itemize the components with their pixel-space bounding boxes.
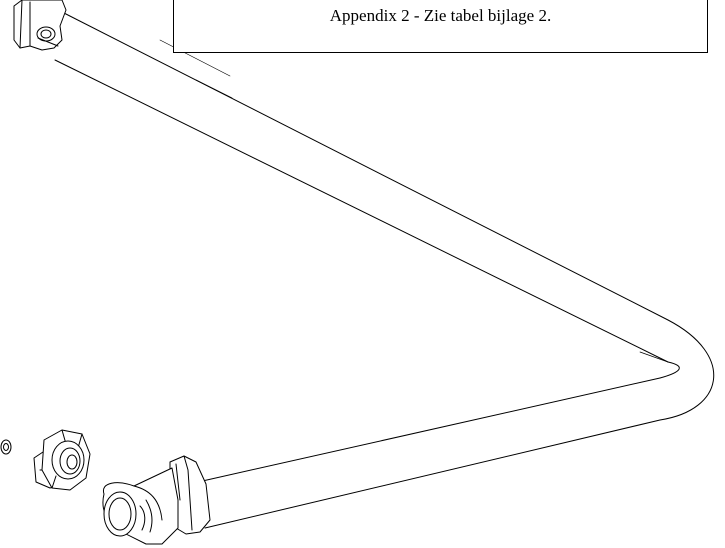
washer: [0, 439, 12, 455]
elbow-fitting-top: [13, 0, 67, 51]
elbow-fitting-bottom: [102, 455, 211, 545]
caption-box: Appendix 2 - Zie tabel bijlage 2.: [173, 0, 708, 53]
caption-text: Appendix 2 - Zie tabel bijlage 2.: [329, 6, 552, 25]
hex-nut: [33, 429, 91, 491]
bent-tube: [54, 11, 715, 529]
